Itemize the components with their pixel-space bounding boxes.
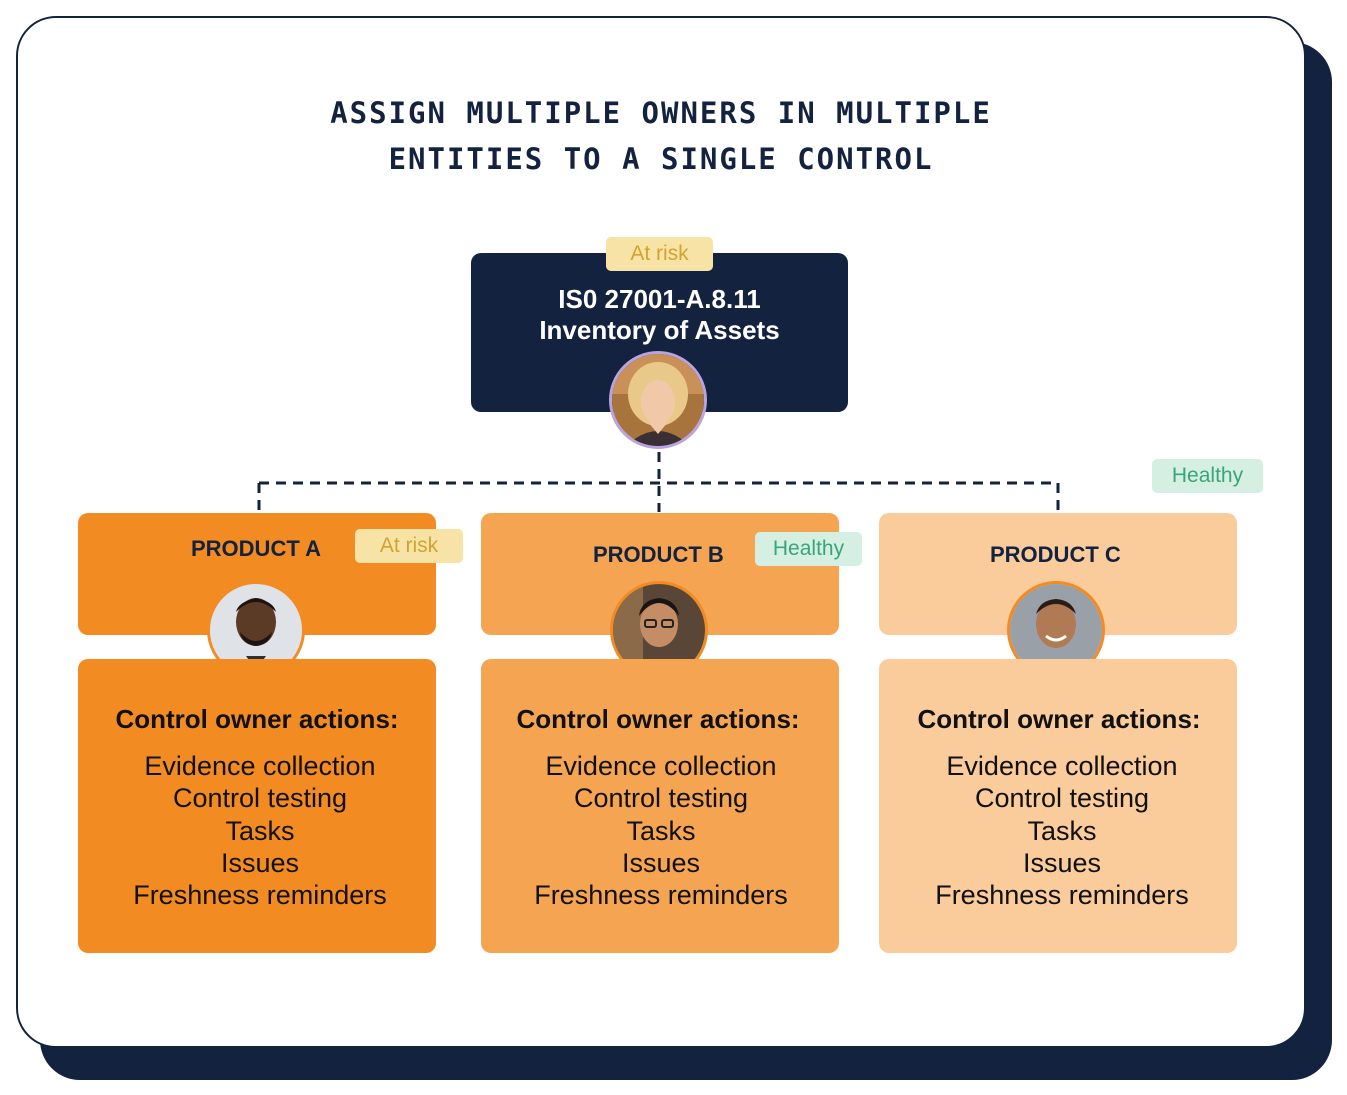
action-item: Issues	[220, 847, 300, 878]
floating-healthy-badge: Healthy	[1152, 459, 1263, 493]
diagram-title: ASSIGN MULTIPLE OWNERS IN MULTIPLE ENTIT…	[0, 90, 1322, 182]
action-item: Freshness reminders	[935, 880, 1189, 911]
action-item: Issues	[621, 847, 701, 878]
product-a-actions-panel	[78, 659, 436, 953]
action-item: Evidence collection	[545, 751, 777, 781]
action-item: Control testing	[974, 783, 1150, 814]
control-owner-avatar	[609, 351, 707, 449]
action-item: Control testing	[573, 783, 749, 814]
product-c-actions-heading: Control owner actions:	[917, 704, 1201, 734]
control-id: IS0 27001-A.8.11	[558, 284, 761, 314]
product-a-actions-heading: Control owner actions:	[115, 704, 399, 734]
action-item: Freshness reminders	[133, 880, 387, 911]
product-b-actions-list: Evidence collection Control testing Task…	[482, 750, 840, 911]
action-item: Issues	[1022, 847, 1102, 878]
product-c-actions-panel	[879, 659, 1237, 953]
product-c-title: PRODUCT C	[990, 542, 1121, 567]
title-line-1: ASSIGN MULTIPLE OWNERS IN MULTIPLE	[330, 96, 992, 130]
woman-avatar-icon	[612, 354, 704, 446]
product-b-status-badge: Healthy	[755, 532, 862, 566]
action-item: Tasks	[1027, 815, 1097, 846]
control-status-badge: At risk	[606, 237, 713, 271]
action-item: Freshness reminders	[534, 880, 788, 911]
action-item: Tasks	[626, 815, 696, 846]
product-b-actions-panel	[481, 659, 839, 953]
action-item: Evidence collection	[946, 751, 1178, 781]
control-label: IS0 27001-A.8.11 Inventory of Assets	[471, 284, 848, 346]
title-line-2: ENTITIES TO A SINGLE CONTROL	[388, 142, 934, 176]
product-a-status-badge: At risk	[355, 529, 463, 563]
product-a-actions-list: Evidence collection Control testing Task…	[81, 750, 439, 911]
product-b-title: PRODUCT B	[593, 542, 724, 567]
control-name: Inventory of Assets	[539, 315, 780, 345]
action-item: Control testing	[172, 783, 348, 814]
product-c-actions-list: Evidence collection Control testing Task…	[883, 750, 1241, 911]
action-item: Tasks	[225, 815, 295, 846]
product-b-actions-heading: Control owner actions:	[516, 704, 800, 734]
product-a-title: PRODUCT A	[191, 536, 321, 561]
action-item: Evidence collection	[144, 751, 376, 781]
